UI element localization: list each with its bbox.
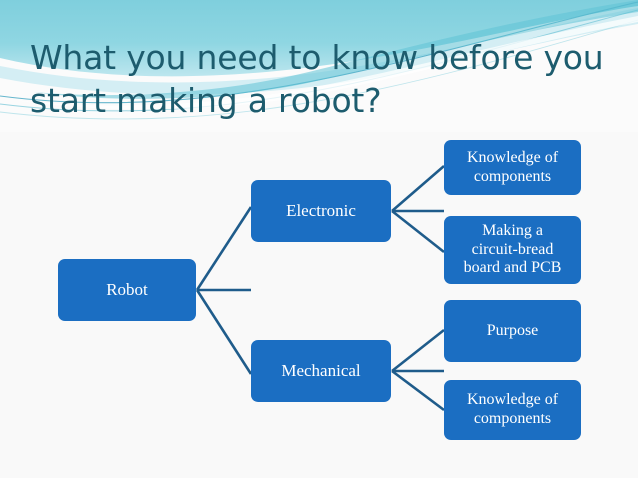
node-robot[interactable]: Robot: [58, 259, 196, 321]
slide-title: What you need to know before you start m…: [30, 38, 604, 120]
node-electronic-making-circuit-breadboard-pcb[interactable]: Making a circuit-bread board and PCB: [444, 216, 581, 284]
node-electronic-knowledge-of-components[interactable]: Knowledge of components: [444, 140, 581, 195]
node-electronic[interactable]: Electronic: [251, 180, 391, 242]
node-mechanical-knowledge-of-components[interactable]: Knowledge of components: [444, 380, 581, 440]
node-mechanical-purpose[interactable]: Purpose: [444, 300, 581, 362]
node-mechanical[interactable]: Mechanical: [251, 340, 391, 402]
